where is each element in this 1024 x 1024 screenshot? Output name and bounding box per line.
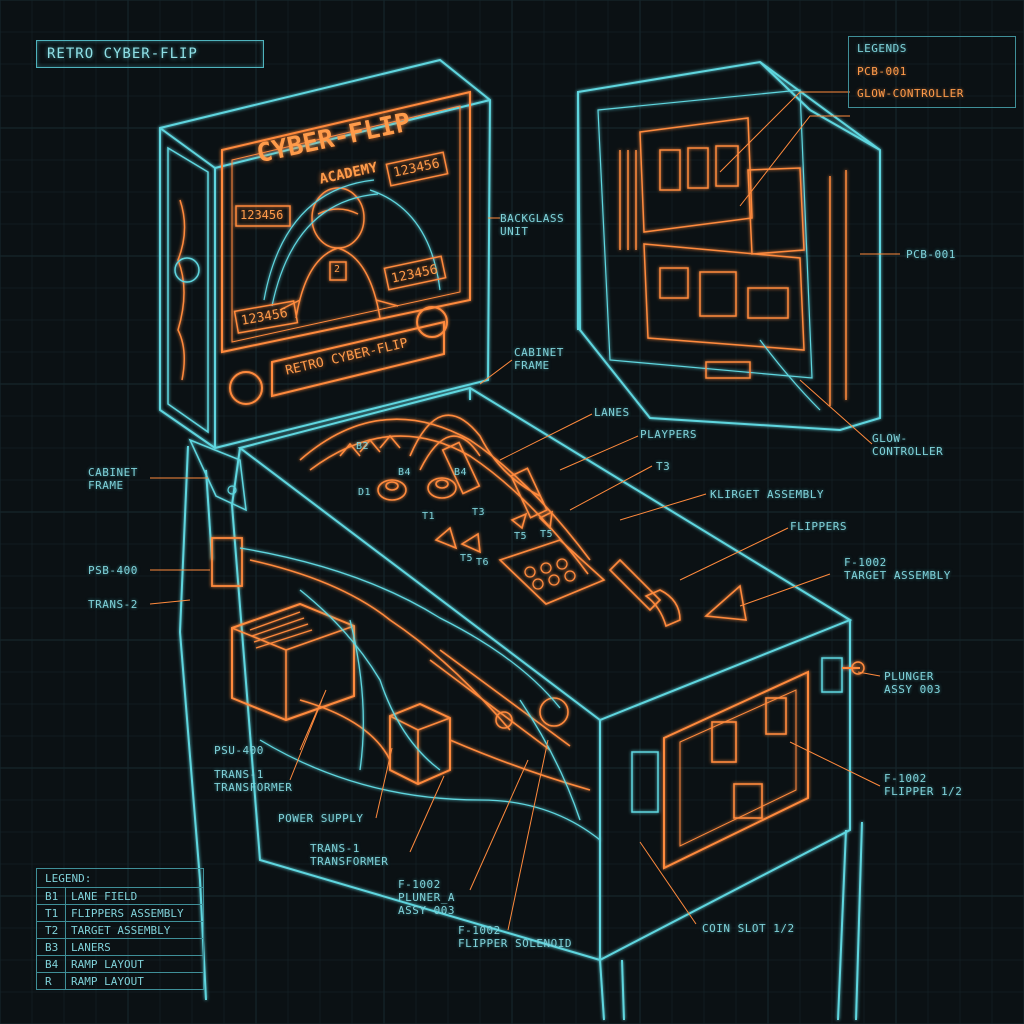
legend-bottom-heading: LEGEND: — [45, 872, 92, 885]
callout-playpers: PLAYPERS — [640, 428, 697, 441]
callout-pluner-assy: F-1002 PLUNER_A ASSY 003 — [398, 878, 455, 917]
callout-leader-lines — [149, 91, 900, 931]
pf-label-t5-a: T5 — [514, 531, 528, 542]
pcb-controller-box — [576, 60, 881, 432]
callout-flipper-1-2: F-1002 FLIPPER 1/2 — [884, 772, 963, 798]
pf-label-b2: B2 — [356, 441, 370, 452]
legend-code: B1 — [45, 890, 59, 903]
callout-target-assembly: F-1002 TARGET ASSEMBLY — [844, 556, 951, 582]
legend-desc: TARGET ASSEMBLY — [71, 924, 171, 937]
pf-label-t1: T1 — [422, 511, 436, 522]
legend-desc: FLIPPERS ASSEMBLY — [71, 907, 184, 920]
callout-flipper-solenoid: F-1002 FLIPPER SOLENOID — [458, 924, 572, 950]
callout-plunger-assy: PLUNGER ASSY 003 — [884, 670, 941, 696]
pf-label-t5-c: T5 — [460, 553, 474, 564]
legend-row: B4 RAMP LAYOUT — [37, 955, 203, 973]
pf-label-t5-b: T5 — [540, 529, 554, 540]
pf-label-t3: T3 — [472, 507, 486, 518]
pf-label-b4-a: B4 — [398, 467, 412, 478]
cabinet-wiring-cyan — [239, 547, 601, 841]
page-title: RETRO CYBER-FLIP — [47, 46, 198, 62]
callout-trans-1-b: TRANS-1 TRANSFORMER — [310, 842, 389, 868]
callout-glow-controller: GLOW- CONTROLLER — [872, 432, 944, 458]
callout-psb-400: PSB-400 — [88, 564, 138, 577]
legend-desc: RAMP LAYOUT — [71, 958, 144, 971]
callout-coin-slot: COIN SLOT 1/2 — [702, 922, 795, 935]
callout-flippers: FLIPPERS — [790, 520, 847, 533]
legend-row: R RAMP LAYOUT — [37, 972, 203, 990]
callout-backglass-unit: BACKGLASS UNIT — [500, 212, 565, 238]
callout-t3: T3 — [656, 460, 671, 473]
legend-desc: LANE FIELD — [71, 890, 138, 903]
callout-power-supply: POWER SUPPLY — [278, 812, 364, 825]
legend-code: T1 — [45, 907, 59, 920]
legend-code: R — [45, 975, 52, 988]
pf-label-d1: D1 — [358, 487, 372, 498]
legend-bottom-left: LEGEND: B1 LANE FIELD T1 FLIPPERS ASSEMB… — [36, 868, 204, 990]
backglass-score-1: 123456 — [240, 208, 284, 222]
pf-label-b4-b: B4 — [454, 467, 468, 478]
title-box: RETRO CYBER-FLIP — [36, 40, 264, 68]
legend-row: B1 LANE FIELD — [37, 887, 203, 905]
callout-lanes: LANES — [594, 406, 630, 419]
callout-cabinet-frame-top: CABINET FRAME — [514, 346, 564, 372]
legend-desc: LANERS — [71, 941, 111, 954]
callout-psu-400: PSU-400 — [214, 744, 264, 757]
legend-code: B3 — [45, 941, 59, 954]
legend-code: B4 — [45, 958, 59, 971]
legend-top-right: LEGENDS PCB-001 GLOW-CONTROLLER — [848, 36, 1016, 108]
callout-cabinet-frame-left: CABINET FRAME — [88, 466, 138, 492]
legend-row: B3 LANERS — [37, 938, 203, 956]
legend-top-item-pcb: PCB-001 — [857, 65, 907, 78]
legend-top-heading: LEGENDS — [857, 42, 907, 55]
callout-klirget-assembly: KLIRGET ASSEMBLY — [710, 488, 824, 501]
legend-row: T2 TARGET ASSEMBLY — [37, 921, 203, 939]
callout-trans-2: TRANS-2 — [88, 598, 138, 611]
legend-top-item-glow: GLOW-CONTROLLER — [857, 87, 964, 100]
legend-row: T1 FLIPPERS ASSEMBLY — [37, 904, 203, 922]
backglass-unit — [159, 58, 492, 450]
figure-badge: 2 — [334, 264, 341, 275]
callout-pcb-001: PCB-001 — [906, 248, 956, 261]
legend-desc: RAMP LAYOUT — [71, 975, 144, 988]
pf-label-t6: T6 — [476, 557, 490, 568]
legend-code: T2 — [45, 924, 59, 937]
callout-trans-1-a: TRANS-1 TRANSFORMER — [214, 768, 293, 794]
playfield-internals — [211, 414, 747, 791]
